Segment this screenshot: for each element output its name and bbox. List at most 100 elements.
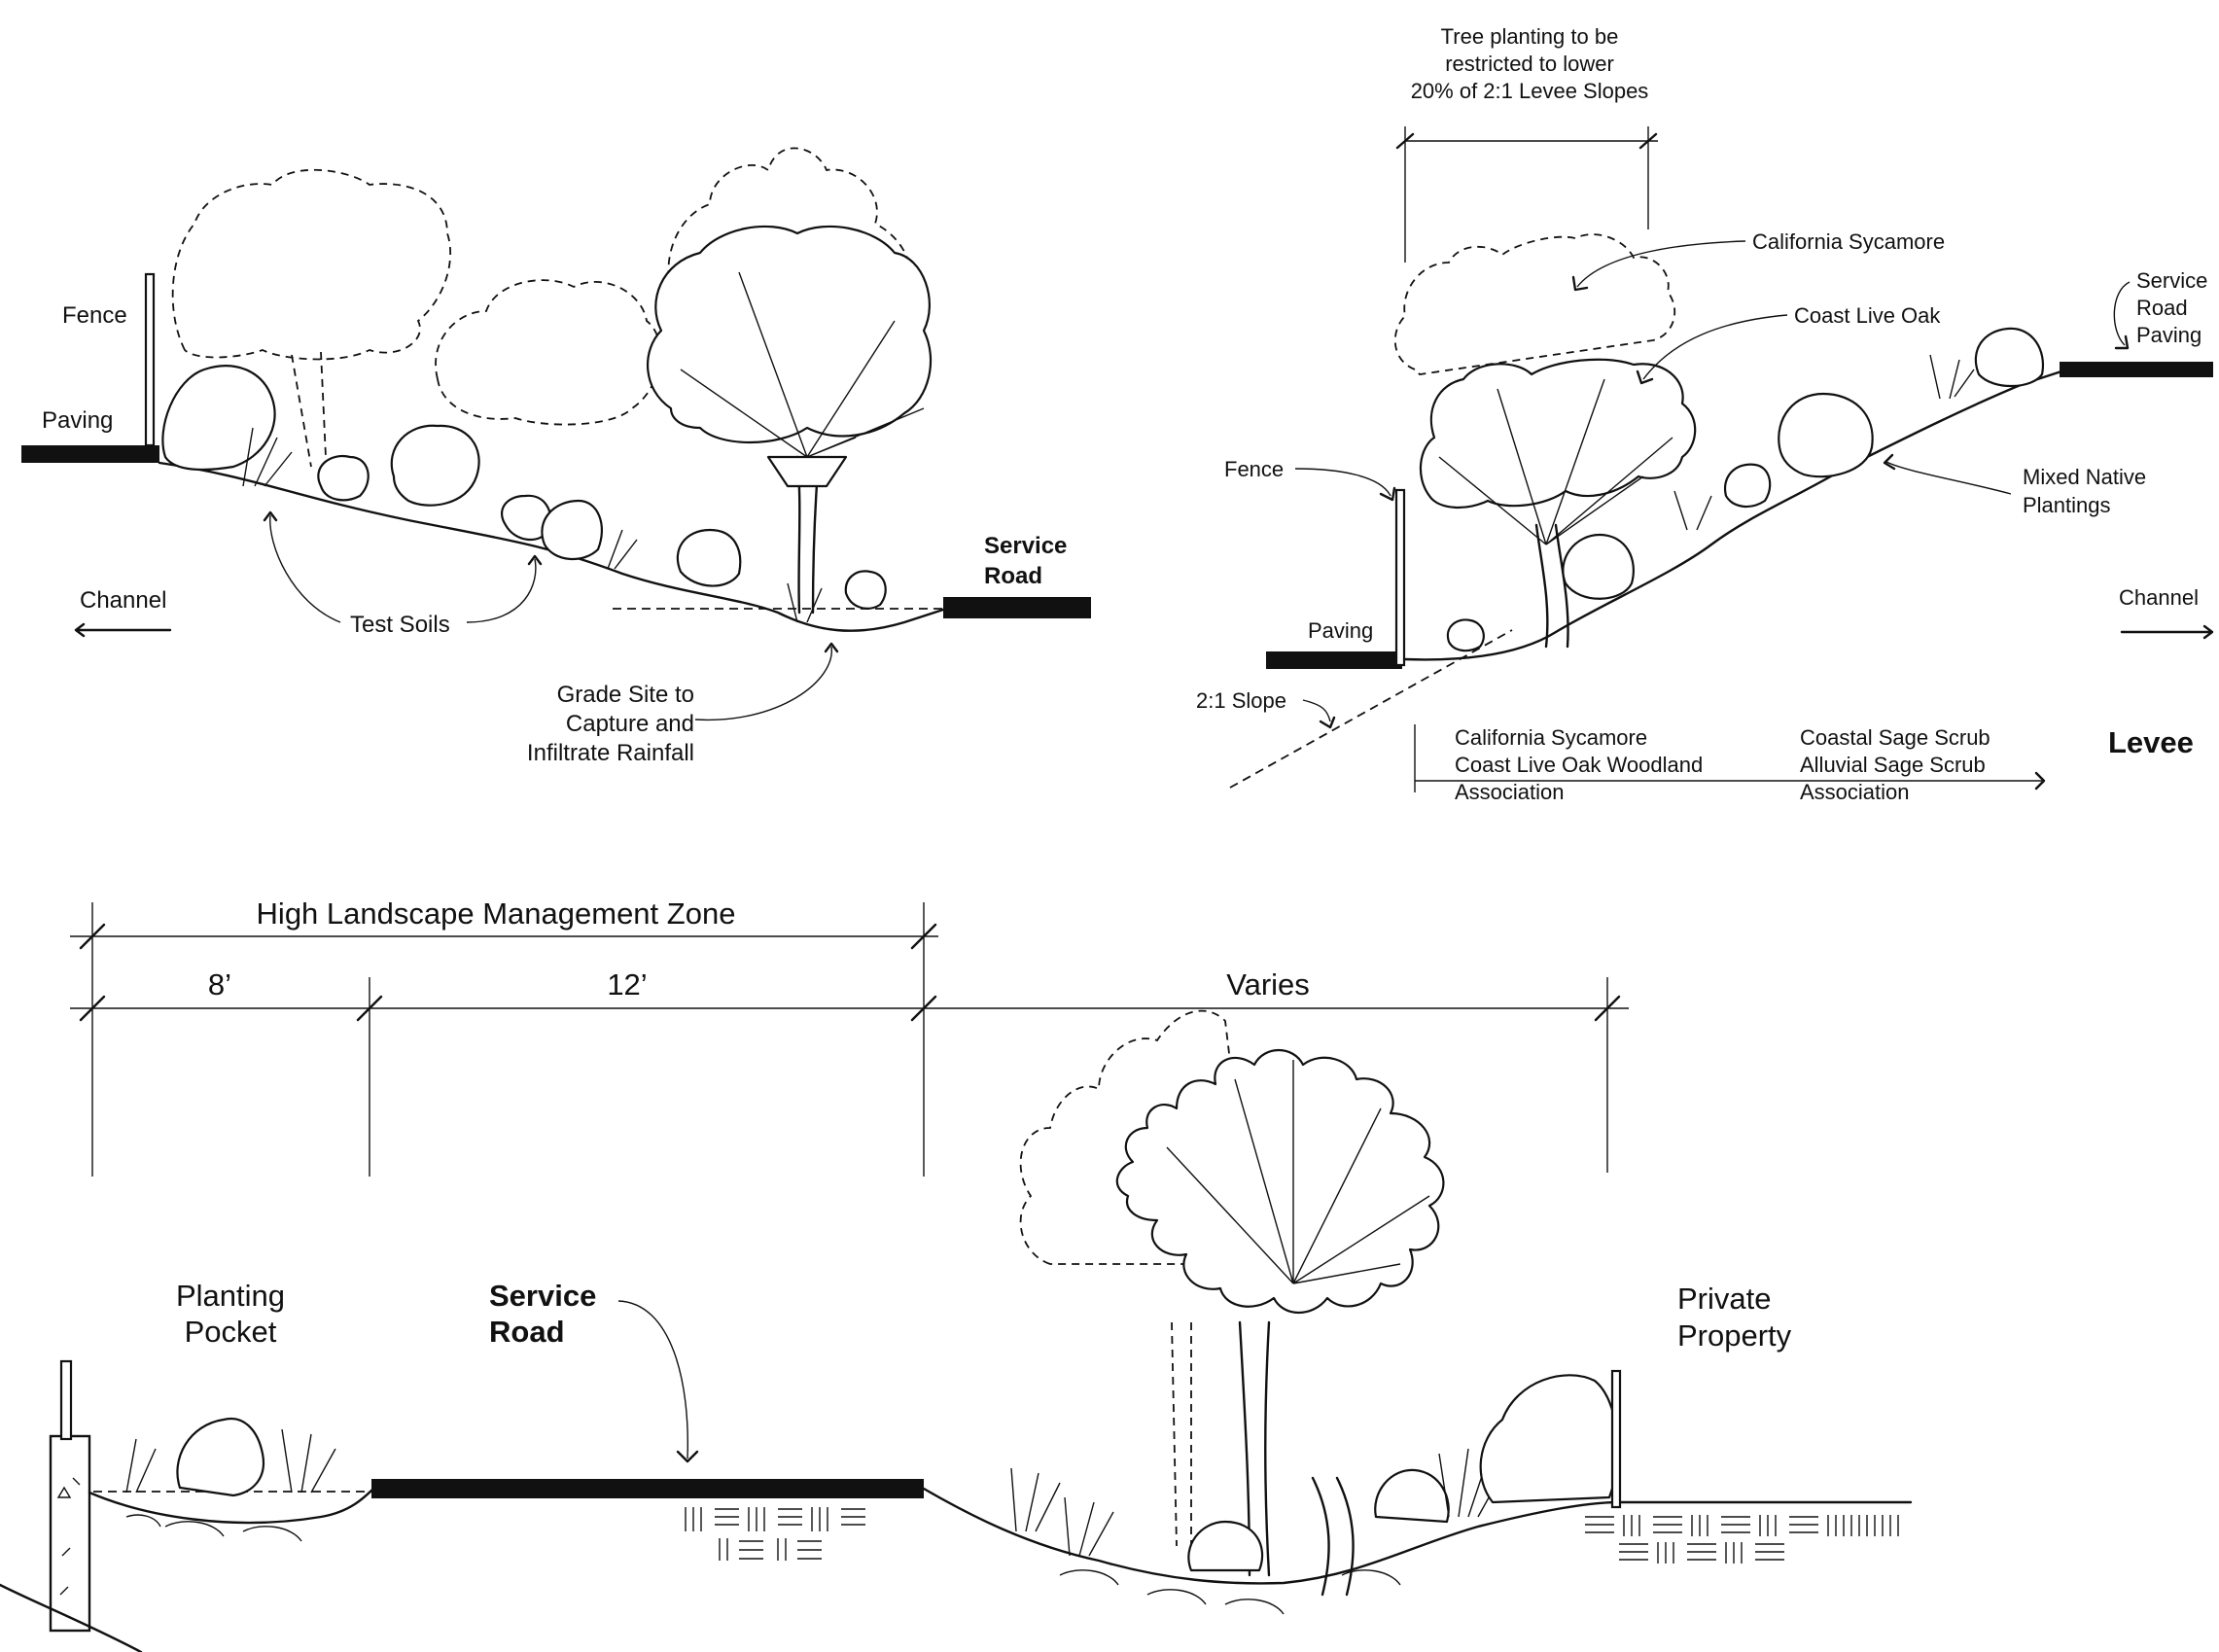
shrub-a1 <box>161 365 276 472</box>
service-road-slab-b <box>2060 362 2213 377</box>
ground-line-a <box>158 461 945 632</box>
live-oak-b <box>1419 358 1697 510</box>
ghost-tree-a1 <box>171 168 451 361</box>
slope-line-c <box>0 1583 143 1652</box>
ghost-tree-a2 <box>435 279 662 426</box>
shrub-b3 <box>1778 392 1874 478</box>
test-soils-arrowheads-a <box>263 510 543 566</box>
zone-dimension-line <box>70 902 1608 1177</box>
shrub-a4 <box>501 494 552 541</box>
service-road-label-c2: Road <box>489 1315 565 1349</box>
pocket-grass-c <box>125 1428 336 1494</box>
channel-arrow-a <box>74 622 172 638</box>
levee-label: Levee <box>2108 725 2194 759</box>
shrub-a5 <box>541 499 603 561</box>
grade-leader-a <box>694 646 832 721</box>
private-property-label-1: Private <box>1677 1282 1771 1316</box>
mixed-leader-b <box>1885 461 2012 495</box>
assoc-left-2: Coast Live Oak Woodland <box>1455 753 1703 777</box>
service-road-label-c1: Service <box>489 1279 596 1313</box>
curb-post-c <box>49 1434 91 1633</box>
swale-shrub-c1 <box>1187 1520 1264 1572</box>
service-road-slab-a <box>943 597 1091 618</box>
dim-8-label: 8’ <box>208 967 231 1002</box>
planting-pocket-ground <box>88 1486 376 1525</box>
paving-label-b: Paving <box>1308 618 1373 643</box>
assoc-right-2: Alluvial Sage Scrub <box>1800 753 1986 777</box>
private-property-label-2: Property <box>1677 1318 1792 1353</box>
channel-label-b: Channel <box>2119 585 2199 610</box>
section-a: Fence Paving Channel Test Soils Service … <box>21 147 1091 766</box>
grade-label-a3: Infiltrate Rainfall <box>527 740 694 766</box>
fence-label-b: Fence <box>1224 457 1284 481</box>
mixed-label-b1: Mixed Native <box>2023 465 2146 489</box>
grass-tufts-a <box>242 427 823 623</box>
ghost-trunk-c <box>1171 1321 1192 1547</box>
zone-dimension-ticks <box>79 923 1621 1022</box>
planting-pocket-label-1: Planting <box>176 1279 285 1313</box>
road-label-b1: Service <box>2136 268 2207 293</box>
test-soils-label-a: Test Soils <box>350 612 450 638</box>
ghost-tree-c <box>1019 1009 1256 1265</box>
road-leader-b <box>2113 281 2131 346</box>
tree-note-2: restricted to lower <box>1445 52 1614 76</box>
live-oak-trunk-b <box>1534 523 1569 649</box>
pocket-shrub-c <box>176 1417 265 1497</box>
association-bracket-b <box>1414 724 2042 792</box>
shrub-a7 <box>844 570 887 610</box>
service-road-leader-c <box>617 1300 688 1459</box>
sycamore-label-b: California Sycamore <box>1752 229 1945 254</box>
fence-arrowhead-b <box>1379 486 1396 502</box>
swale-shrub-c2 <box>1374 1468 1450 1524</box>
swale-rocks-c <box>1059 1569 1401 1615</box>
grade-label-a2: Capture and <box>566 711 694 737</box>
slope-leader-b <box>1302 699 1331 722</box>
tree-restriction-dimension <box>1404 126 1658 263</box>
shrub-b5 <box>1446 618 1485 652</box>
dim-12-label: 12’ <box>607 967 647 1002</box>
swale-ground-c <box>922 1487 1913 1585</box>
shrub-a6 <box>676 528 742 587</box>
test-soils-leader-a <box>269 514 537 623</box>
sycamore-tree-c <box>1115 1049 1445 1314</box>
fence-post-c <box>59 1359 73 1441</box>
pocket-rocks-c <box>125 1514 302 1542</box>
fence-post-private-c <box>1610 1369 1622 1509</box>
service-road-label-a2: Road <box>984 563 1042 589</box>
slope-label-b: 2:1 Slope <box>1196 688 1286 713</box>
road-label-b2: Road <box>2136 296 2188 320</box>
assoc-left-1: California Sycamore <box>1455 725 1647 750</box>
service-road-arrowhead-c <box>676 1450 699 1463</box>
oak-canopy-rays-a <box>680 271 925 458</box>
section-c: High Landscape Management Zone 8’ 12’ Va… <box>0 896 1913 1652</box>
mixed-arrowhead-b <box>1883 453 1896 471</box>
channel-arrow-b <box>2120 624 2214 640</box>
mixed-label-b2: Plantings <box>2023 493 2111 517</box>
paving-label-a: Paving <box>42 407 113 434</box>
swale-grass-c <box>1010 1448 1503 1557</box>
private-shrub-c <box>1479 1374 1619 1504</box>
paving-slab-a <box>21 445 159 463</box>
tree-note-1: Tree planting to be <box>1441 24 1619 49</box>
fence-post-a <box>144 272 156 447</box>
shrub-b4 <box>1974 327 2045 388</box>
road-subbase-hatch-c <box>685 1507 865 1561</box>
assoc-right-3: Association <box>1800 780 1910 804</box>
sycamore-arrowhead-b <box>1571 275 1589 292</box>
assoc-left-3: Association <box>1455 780 1565 804</box>
grade-label-a1: Grade Site to <box>557 682 694 708</box>
fence-label-a: Fence <box>62 302 127 329</box>
oak-arrowhead-b <box>1636 369 1654 385</box>
zone-label: High Landscape Management Zone <box>257 896 736 931</box>
slope-dashed-line-b <box>1229 629 1513 789</box>
oak-leader-b <box>1642 314 1788 380</box>
shrub-b1 <box>1562 533 1635 600</box>
paving-slab-b <box>1266 651 1402 669</box>
grade-arrowhead-a <box>824 642 839 653</box>
oak-label-b: Coast Live Oak <box>1794 303 1941 328</box>
road-label-b3: Paving <box>2136 323 2201 347</box>
grass-tufts-b <box>1673 354 1975 531</box>
road-arrowhead-b <box>2114 334 2130 350</box>
dim-varies-label: Varies <box>1226 967 1310 1002</box>
